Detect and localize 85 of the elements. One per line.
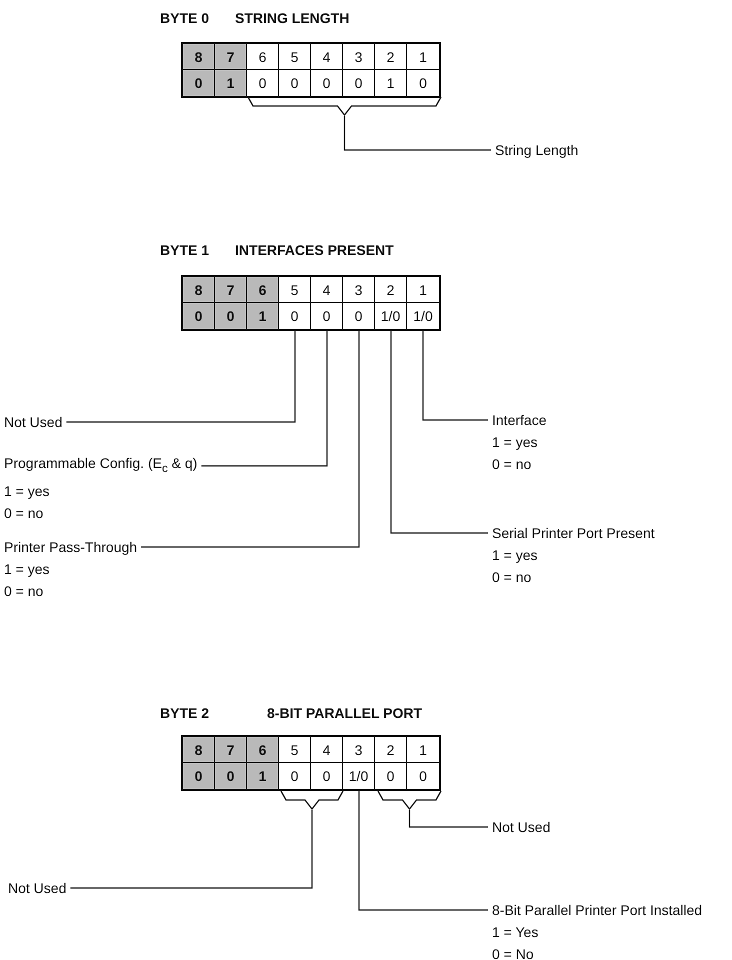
bit-number: 8 bbox=[183, 44, 215, 70]
field-label: Serial Printer Port Present bbox=[492, 524, 655, 543]
bit-number: 1 bbox=[407, 737, 439, 763]
value-note: 1 = yes bbox=[4, 560, 50, 579]
bit-value: 1 bbox=[215, 70, 247, 96]
bit-number: 6 bbox=[247, 44, 279, 70]
bit-value: 0 bbox=[183, 303, 215, 329]
byte-number: BYTE 1 bbox=[160, 242, 210, 258]
bit-value: 0 bbox=[375, 763, 407, 789]
bit-value: 0 bbox=[279, 763, 311, 789]
field-label: Not Used bbox=[492, 818, 550, 837]
bit-number: 5 bbox=[279, 277, 311, 303]
leader-line bbox=[390, 329, 488, 534]
bit-number: 3 bbox=[343, 737, 375, 763]
bit-number: 4 bbox=[311, 737, 343, 763]
bit-number: 8 bbox=[183, 277, 215, 303]
bit-value: 0 bbox=[247, 70, 279, 96]
leader-line bbox=[422, 329, 488, 421]
value-note: 0 = no bbox=[492, 568, 532, 587]
bit-value: 0 bbox=[311, 303, 343, 329]
bit-number: 2 bbox=[375, 737, 407, 763]
bit-number: 3 bbox=[343, 277, 375, 303]
bracket bbox=[247, 96, 442, 116]
bit-value: 0 bbox=[183, 70, 215, 96]
bit-number: 1 bbox=[407, 44, 439, 70]
bit-number: 7 bbox=[215, 44, 247, 70]
value-note: 1 = yes bbox=[492, 546, 538, 565]
bit-number: 5 bbox=[279, 737, 311, 763]
byte-number: BYTE 0 bbox=[160, 10, 210, 26]
leader-line bbox=[141, 329, 360, 548]
bit-number: 8 bbox=[183, 737, 215, 763]
bit-value: 1/0 bbox=[343, 763, 375, 789]
field-label: String Length bbox=[495, 141, 578, 160]
bit-value: 0 bbox=[418, 74, 428, 93]
bit-value: 0 bbox=[279, 70, 311, 96]
field-heading: STRING LENGTH bbox=[235, 10, 350, 26]
leader-line bbox=[358, 789, 488, 911]
bit-number: 6 bbox=[247, 737, 279, 763]
value-note: 0 = no bbox=[492, 455, 532, 474]
leader-line bbox=[344, 116, 491, 151]
field-label: Interface bbox=[492, 411, 546, 430]
bit-value: 0 bbox=[418, 767, 428, 786]
field-heading: 8-BIT PARALLEL PORT bbox=[267, 705, 422, 721]
bit-value: 0 bbox=[215, 303, 247, 329]
bit-value: 1 bbox=[247, 763, 279, 789]
leader-line bbox=[201, 329, 328, 466]
bit-number: 6 bbox=[247, 277, 279, 303]
bit-value: 0 bbox=[215, 763, 247, 789]
bit-number: 7 bbox=[215, 737, 247, 763]
leader-line bbox=[408, 810, 488, 828]
field-label: Not Used bbox=[8, 879, 66, 898]
bit-value: 0 bbox=[343, 70, 375, 96]
leader-line bbox=[66, 329, 296, 423]
bracket bbox=[280, 790, 344, 810]
bit-value: 0 bbox=[311, 70, 343, 96]
bit-value: 0 bbox=[311, 763, 343, 789]
bit-number: 4 bbox=[311, 277, 343, 303]
bit-value: 0 bbox=[279, 303, 311, 329]
value-note: 1 = yes bbox=[492, 433, 538, 452]
bit-value: 1/0 bbox=[375, 303, 407, 329]
bit-number: 2 bbox=[375, 277, 407, 303]
value-note: 0 = no bbox=[4, 504, 44, 523]
bit-value: 1 bbox=[247, 303, 279, 329]
value-note: 1 = Yes bbox=[492, 923, 538, 942]
byte-number: BYTE 2 bbox=[160, 705, 210, 721]
bit-number: 4 bbox=[311, 44, 343, 70]
bit-value: 0 bbox=[343, 303, 375, 329]
field-label: Programmable Config. (E$_{c}$ & q) bbox=[4, 454, 198, 477]
bit-number: 1 bbox=[407, 277, 439, 303]
bit-number: 3 bbox=[343, 44, 375, 70]
bit-number: 5 bbox=[279, 44, 311, 70]
field-heading: INTERFACES PRESENT bbox=[235, 242, 394, 258]
value-note: 0 = No bbox=[492, 945, 534, 960]
bit-value: 0 bbox=[183, 763, 215, 789]
leader-line bbox=[70, 810, 313, 889]
bit-number: 7 bbox=[215, 277, 247, 303]
bit-number: 2 bbox=[375, 44, 407, 70]
bracket bbox=[377, 790, 442, 810]
bit-value: 1/0 bbox=[412, 307, 434, 326]
field-label: Not Used bbox=[4, 413, 62, 432]
field-label: 8-Bit Parallel Printer Port Installed bbox=[492, 901, 702, 920]
field-label: Printer Pass-Through bbox=[4, 538, 138, 557]
value-note: 1 = yes bbox=[4, 482, 50, 501]
bit-value: 1 bbox=[375, 70, 407, 96]
value-note: 0 = no bbox=[4, 582, 44, 601]
